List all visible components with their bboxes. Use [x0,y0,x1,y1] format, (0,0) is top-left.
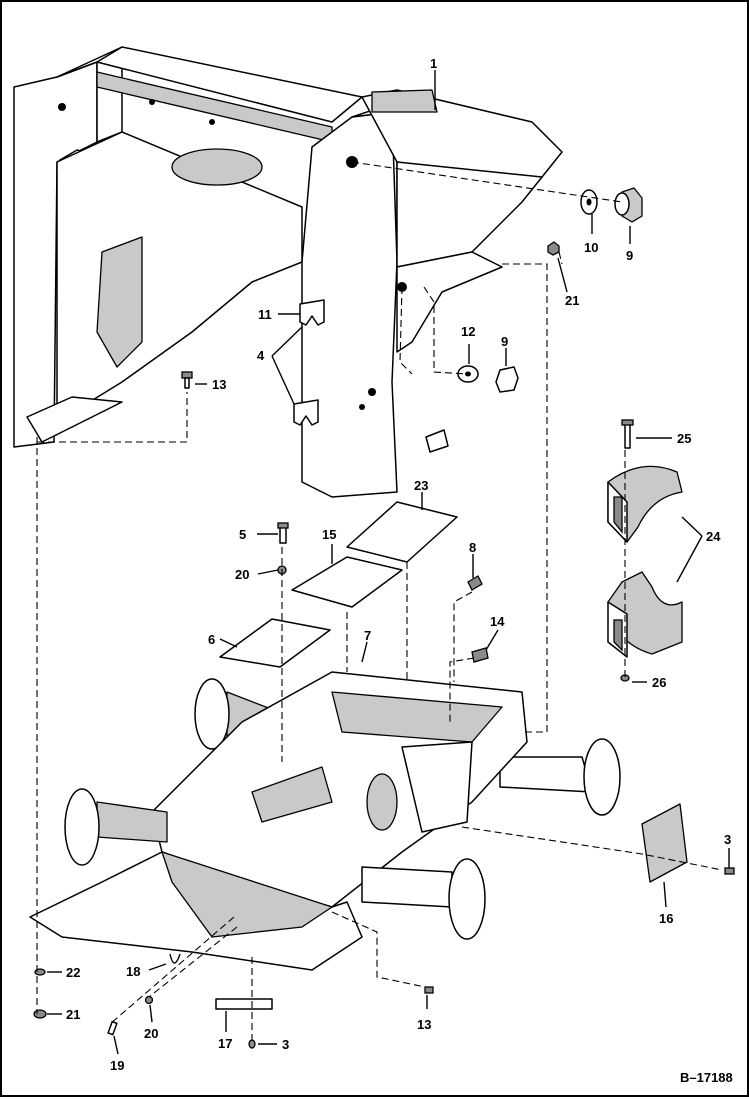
callout-1: 1 [430,56,437,71]
callout-21: 21 [66,1007,80,1022]
lower-chassis [29,671,735,1049]
cover-plates [219,501,489,668]
callout-14: 14 [490,614,505,629]
callout-9: 9 [501,334,508,349]
callout-7: 7 [364,628,371,643]
figure-id: B–17188 [680,1070,733,1085]
callout-8: 8 [469,540,476,555]
callout-23: 23 [414,478,428,493]
callout-13: 13 [212,377,226,392]
upper-hardware [181,187,643,453]
callout-11: 11 [258,307,272,322]
callout-5: 5 [239,527,246,542]
callout-4: 4 [257,348,265,363]
callout-26: 26 [652,675,666,690]
callout-10: 10 [584,240,598,255]
callout-3: 3 [724,832,731,847]
callout-3: 3 [282,1037,289,1052]
callout-24: 24 [706,529,721,544]
alignment-lines [36,161,723,1042]
callout-9: 9 [626,248,633,263]
callout-20: 20 [144,1026,158,1041]
callout-13: 13 [417,1017,431,1032]
callout-22: 22 [66,965,80,980]
leader-lines [47,70,730,1055]
callout-17: 17 [218,1036,232,1051]
counterweight-assembly [607,419,683,682]
upper-main-frame [13,46,563,498]
callout-25: 25 [677,431,691,446]
callout-21: 21 [565,293,579,308]
callout-6: 6 [208,632,215,647]
callout-18: 18 [126,964,140,979]
callout-19: 19 [110,1058,124,1073]
callout-12: 12 [461,324,475,339]
callout-16: 16 [659,911,673,926]
callout-15: 15 [322,527,336,542]
callout-labels: 1 10 9 21 11 4 12 9 13 25 23 24 5 15 8 2… [66,56,733,1085]
callout-20: 20 [235,567,249,582]
